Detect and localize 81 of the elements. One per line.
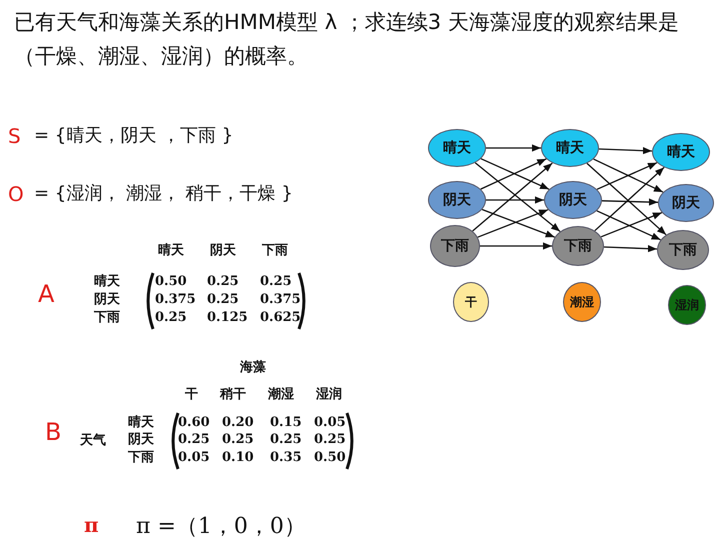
matrix-value: 0.25 [270,432,302,446]
node-label: 下雨 [669,243,697,257]
observation-circle [563,282,601,322]
matrix-value: 0.375 [155,292,196,306]
column-header: 干 [185,388,198,401]
matrix-value: 0.05 [314,416,346,429]
row-group-header: 天气 [80,434,106,447]
node-label: 干 [465,296,477,308]
column-header: 阴天 [210,244,236,257]
state-ellipse [428,129,486,167]
observation-circle [453,282,489,322]
node-label: 下雨 [564,239,592,253]
title: 已有天气和海藻关系的HMM模型 λ ；求连续3 天海藻湿度的观察结果是（干燥、潮湿、湿润）的概率。 [14,9,680,70]
arrow [486,196,544,204]
matrix-value: 0.10 [222,450,254,464]
arrow [477,209,548,238]
state-ellipse [652,133,710,171]
initial-vector: π =（1，0，0） [136,516,306,538]
node-label: 湿润 [675,299,699,311]
matrix-value: 0.25 [260,274,292,288]
row-header: 晴天 [128,416,154,429]
row-header: 下雨 [128,450,154,464]
state-ellipse [428,181,486,219]
matrix-value: 0.50 [155,274,187,288]
column-group-header: 海藻 [240,360,266,374]
state-ellipse [552,226,604,266]
row-header: 阴天 [94,292,120,306]
column-header: 湿润 [316,388,342,401]
arrow [594,166,665,232]
node-label: 晴天 [667,145,695,159]
arrow [482,208,555,238]
arrow [586,162,667,236]
node-label: 阴天 [672,196,700,210]
matrix-value: 0.25 [222,432,254,446]
matrix-value: 0.625 [260,310,301,324]
matrix-value: 0.05 [178,450,210,464]
row-header: 晴天 [94,274,120,288]
column-header: 晴天 [158,244,184,257]
matrix-value: 0.25 [178,432,210,446]
arrow [604,245,658,252]
node-label: 晴天 [443,141,471,155]
set-symbol: O [8,184,24,204]
observation-circle [668,285,706,325]
row-header: 下雨 [94,310,120,324]
matrix-value: 0.15 [270,416,302,429]
matrix-value: 0.375 [260,292,301,306]
matrix-value: 0.35 [270,450,302,464]
matrix-value: 0.60 [178,416,210,429]
set-symbol: S [8,126,21,146]
state-ellipse [430,225,480,267]
matrix-value: 0.25 [314,432,346,446]
state-ellipse [657,230,709,270]
arrow [593,158,664,193]
arrow [598,147,652,154]
matrix-value: 0.25 [207,274,239,288]
set-definition: = {湿润， 潮湿， 稍干，干燥 } [34,185,293,204]
set-definition: = {晴天，阴天 ，下雨 } [34,127,234,146]
matrix-symbol: A [38,282,54,306]
arrow [486,144,541,152]
state-ellipse [544,181,602,219]
node-label: 潮湿 [570,296,594,308]
node-label: 下雨 [441,239,469,253]
row-header: 阴天 [128,432,154,446]
node-label: 阴天 [559,193,587,207]
matrix-value: 0.20 [222,416,254,429]
matrix-value: 0.125 [207,310,248,324]
matrix-value: 0.25 [207,292,239,306]
column-header: 稍干 [220,388,246,401]
state-ellipse [541,129,599,167]
column-header: 下雨 [262,244,288,257]
matrix-value: 0.50 [314,450,346,464]
arrow [602,198,658,206]
node-label: 阴天 [443,193,471,207]
arrow [480,242,552,250]
matrix-symbol: B [45,420,62,444]
vector-symbol: π [84,515,99,535]
column-header: 潮湿 [268,388,294,401]
arrow [596,162,658,190]
node-label: 晴天 [556,141,584,155]
matrix-value: 0.25 [155,310,187,324]
state-ellipse [658,184,714,222]
